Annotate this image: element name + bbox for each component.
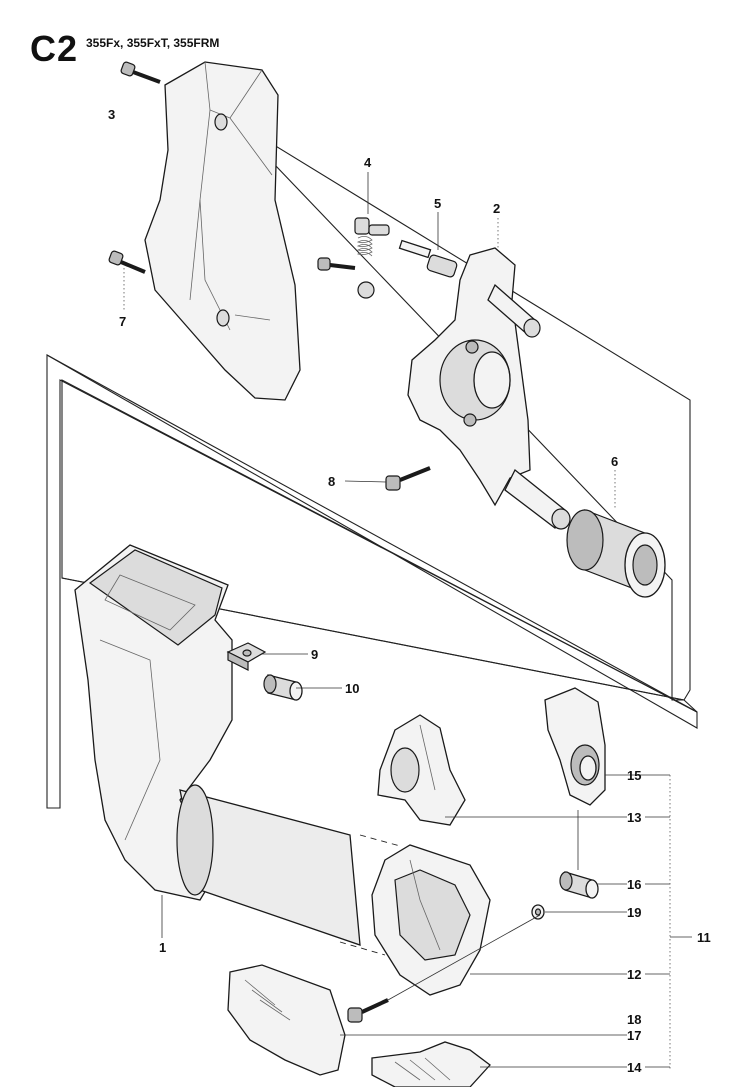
callout-12: 12 xyxy=(627,967,641,982)
handle-tube-part-1 xyxy=(74,544,361,946)
callout-10: 10 xyxy=(345,681,359,696)
callout-14: 14 xyxy=(627,1060,642,1075)
callout-1: 1 xyxy=(159,940,166,955)
spring-part-4 xyxy=(317,217,390,299)
callout-19: 19 xyxy=(627,905,641,920)
assembly-frame-outer xyxy=(46,354,698,809)
damper-part-6 xyxy=(566,509,666,598)
nut-part-9 xyxy=(226,642,267,671)
washer-part-19 xyxy=(531,904,545,920)
callout-15: 15 xyxy=(627,768,641,783)
callout-7: 7 xyxy=(119,314,126,329)
callout-11: 11 xyxy=(697,930,711,945)
model-list: 355Fx, 355FxT, 355FRM xyxy=(86,36,220,50)
callout-13: 13 xyxy=(627,810,641,825)
callout-8: 8 xyxy=(328,474,335,489)
sleeve-part-16 xyxy=(559,871,599,899)
callout-18: 18 xyxy=(627,1012,641,1027)
callout-4: 4 xyxy=(364,155,372,170)
callout-6: 6 xyxy=(611,454,618,469)
cover-housing-part-3 xyxy=(144,61,301,401)
grip-clip-part-13 xyxy=(377,714,466,826)
screw-part-8 xyxy=(385,466,431,491)
callout-9: 9 xyxy=(311,647,318,662)
section-code: C2 xyxy=(30,28,79,69)
lever-part-15 xyxy=(544,687,606,806)
screw-part-7 xyxy=(108,250,146,274)
assembly-frame-upper xyxy=(229,117,691,701)
screw-part-3 xyxy=(120,61,161,84)
callout-16: 16 xyxy=(627,877,641,892)
bracket-part-2 xyxy=(407,247,571,530)
sleeve-part-10 xyxy=(263,674,303,701)
leader-lines xyxy=(123,172,692,1070)
callout-5: 5 xyxy=(434,196,441,211)
callout-17: 17 xyxy=(627,1028,641,1043)
screw-part-5 xyxy=(398,239,458,278)
grip-pad-part-17 xyxy=(227,964,346,1076)
handle-housing-part-12 xyxy=(371,844,491,996)
screw-part-18 xyxy=(347,998,389,1023)
trigger-part-14 xyxy=(371,1041,491,1087)
callout-3: 3 xyxy=(108,107,115,122)
callout-2: 2 xyxy=(493,201,500,216)
